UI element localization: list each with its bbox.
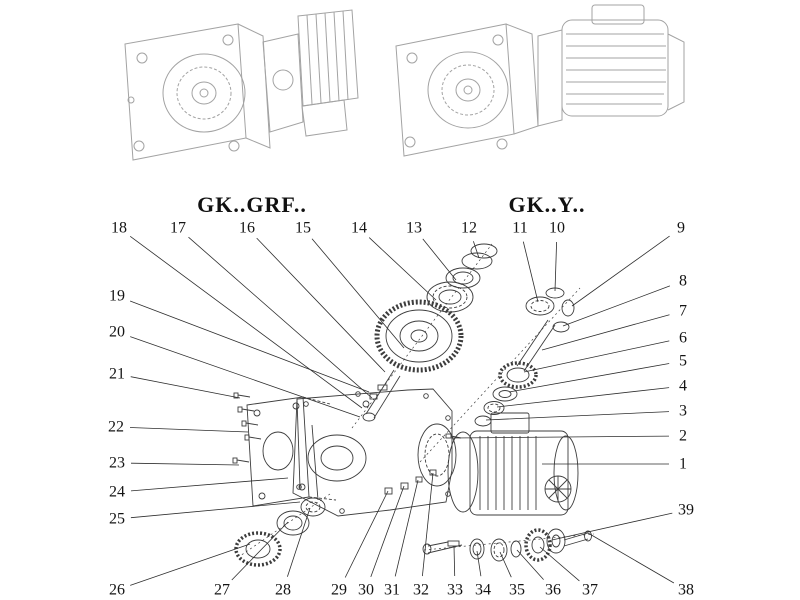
callout-number-9: 9 bbox=[677, 220, 685, 237]
callout-number-16: 16 bbox=[239, 220, 255, 237]
leader-line-21 bbox=[130, 376, 241, 399]
callout-number-4: 4 bbox=[679, 378, 687, 395]
callout-number-30: 30 bbox=[358, 582, 374, 599]
callout-number-32: 32 bbox=[413, 582, 429, 599]
variant-title-y: GK..Y.. bbox=[508, 192, 586, 217]
main-housing bbox=[292, 388, 457, 517]
callout-number-12: 12 bbox=[461, 220, 477, 237]
callout-number-7: 7 bbox=[679, 303, 687, 320]
leader-line-10 bbox=[554, 241, 557, 292]
leader-line-29 bbox=[344, 490, 389, 578]
leader-line-2 bbox=[452, 435, 670, 439]
callout-number-24: 24 bbox=[109, 484, 125, 501]
callout-number-10: 10 bbox=[549, 220, 565, 237]
output-gear-assembly bbox=[362, 243, 498, 422]
callout-number-33: 33 bbox=[447, 582, 463, 599]
callout-number-25: 25 bbox=[109, 511, 125, 528]
leader-line-28 bbox=[287, 507, 311, 577]
leader-line-30 bbox=[370, 485, 405, 578]
callout-number-20: 20 bbox=[109, 324, 125, 341]
leader-line-12 bbox=[473, 241, 480, 259]
leader-line-16 bbox=[256, 237, 386, 373]
callout-number-3: 3 bbox=[679, 403, 687, 420]
leader-line-31 bbox=[394, 479, 419, 577]
leader-line-7 bbox=[541, 314, 670, 351]
input-shaft-assembly bbox=[474, 287, 575, 427]
gearbox-drawing-y bbox=[395, 4, 685, 157]
leader-line-39 bbox=[551, 512, 673, 541]
callout-number-14: 14 bbox=[351, 220, 367, 237]
callout-number-18: 18 bbox=[111, 220, 127, 237]
callout-number-28: 28 bbox=[275, 582, 291, 599]
callout-number-2: 2 bbox=[679, 428, 687, 445]
leader-line-25 bbox=[130, 501, 301, 519]
callout-number-13: 13 bbox=[406, 220, 422, 237]
mounting-flange-plate bbox=[246, 396, 337, 507]
callout-number-22: 22 bbox=[108, 419, 124, 436]
gearbox-drawing-grf bbox=[124, 9, 359, 161]
leader-line-35 bbox=[499, 551, 512, 578]
callout-number-35: 35 bbox=[509, 582, 525, 599]
leader-line-9 bbox=[571, 235, 670, 307]
leader-line-8 bbox=[562, 285, 671, 327]
callout-number-27: 27 bbox=[214, 582, 230, 599]
leader-line-18 bbox=[129, 235, 363, 409]
leader-line-19 bbox=[129, 300, 370, 393]
leader-line-22 bbox=[129, 427, 249, 433]
leader-line-37 bbox=[539, 546, 580, 582]
callout-number-29: 29 bbox=[331, 582, 347, 599]
callout-number-19: 19 bbox=[109, 288, 125, 305]
callout-number-15: 15 bbox=[295, 220, 311, 237]
callout-number-17: 17 bbox=[170, 220, 186, 237]
assembly-axis-lines bbox=[239, 243, 595, 557]
leader-line-17 bbox=[188, 236, 373, 399]
key-and-plug-parts bbox=[384, 469, 437, 495]
callout-number-34: 34 bbox=[475, 582, 491, 599]
leader-line-32 bbox=[422, 472, 434, 577]
leader-line-27 bbox=[231, 521, 289, 581]
callout-number-8: 8 bbox=[679, 273, 687, 290]
leader-line-24 bbox=[130, 477, 289, 492]
output-shaft-assembly bbox=[422, 528, 592, 562]
callout-number-21: 21 bbox=[109, 366, 125, 383]
callout-number-37: 37 bbox=[582, 582, 598, 599]
leader-line-5 bbox=[508, 363, 670, 393]
leader-line-4 bbox=[496, 387, 670, 408]
leader-line-3 bbox=[485, 411, 670, 421]
callout-number-11: 11 bbox=[512, 220, 527, 237]
callout-number-39: 39 bbox=[678, 502, 694, 519]
leader-line-11 bbox=[522, 241, 539, 303]
callout-number-1: 1 bbox=[679, 456, 687, 473]
leader-line-38 bbox=[587, 532, 675, 584]
callout-number-6: 6 bbox=[679, 330, 687, 347]
electric-motor bbox=[445, 412, 579, 516]
leader-line-13 bbox=[422, 238, 457, 281]
leader-line-34 bbox=[476, 550, 482, 577]
callout-number-26: 26 bbox=[109, 582, 125, 599]
leader-line-23 bbox=[130, 462, 240, 466]
exploded-view bbox=[232, 243, 595, 567]
callout-number-31: 31 bbox=[384, 582, 400, 599]
leader-line-36 bbox=[516, 549, 544, 580]
callout-number-38: 38 bbox=[678, 582, 694, 599]
callout-number-5: 5 bbox=[679, 353, 687, 370]
leader-line-33 bbox=[453, 545, 456, 577]
variant-title-grf: GK..GRF.. bbox=[197, 192, 307, 217]
leader-line-20 bbox=[130, 336, 361, 418]
leader-line-26 bbox=[130, 543, 251, 586]
flange-bolts bbox=[232, 392, 262, 464]
leader-line-14 bbox=[368, 237, 437, 301]
leader-line-15 bbox=[311, 238, 405, 349]
bearing-cover-parts bbox=[234, 497, 326, 567]
callout-number-23: 23 bbox=[109, 455, 125, 472]
leader-lines bbox=[129, 235, 675, 586]
callout-number-36: 36 bbox=[545, 582, 561, 599]
leader-line-6 bbox=[523, 340, 670, 373]
